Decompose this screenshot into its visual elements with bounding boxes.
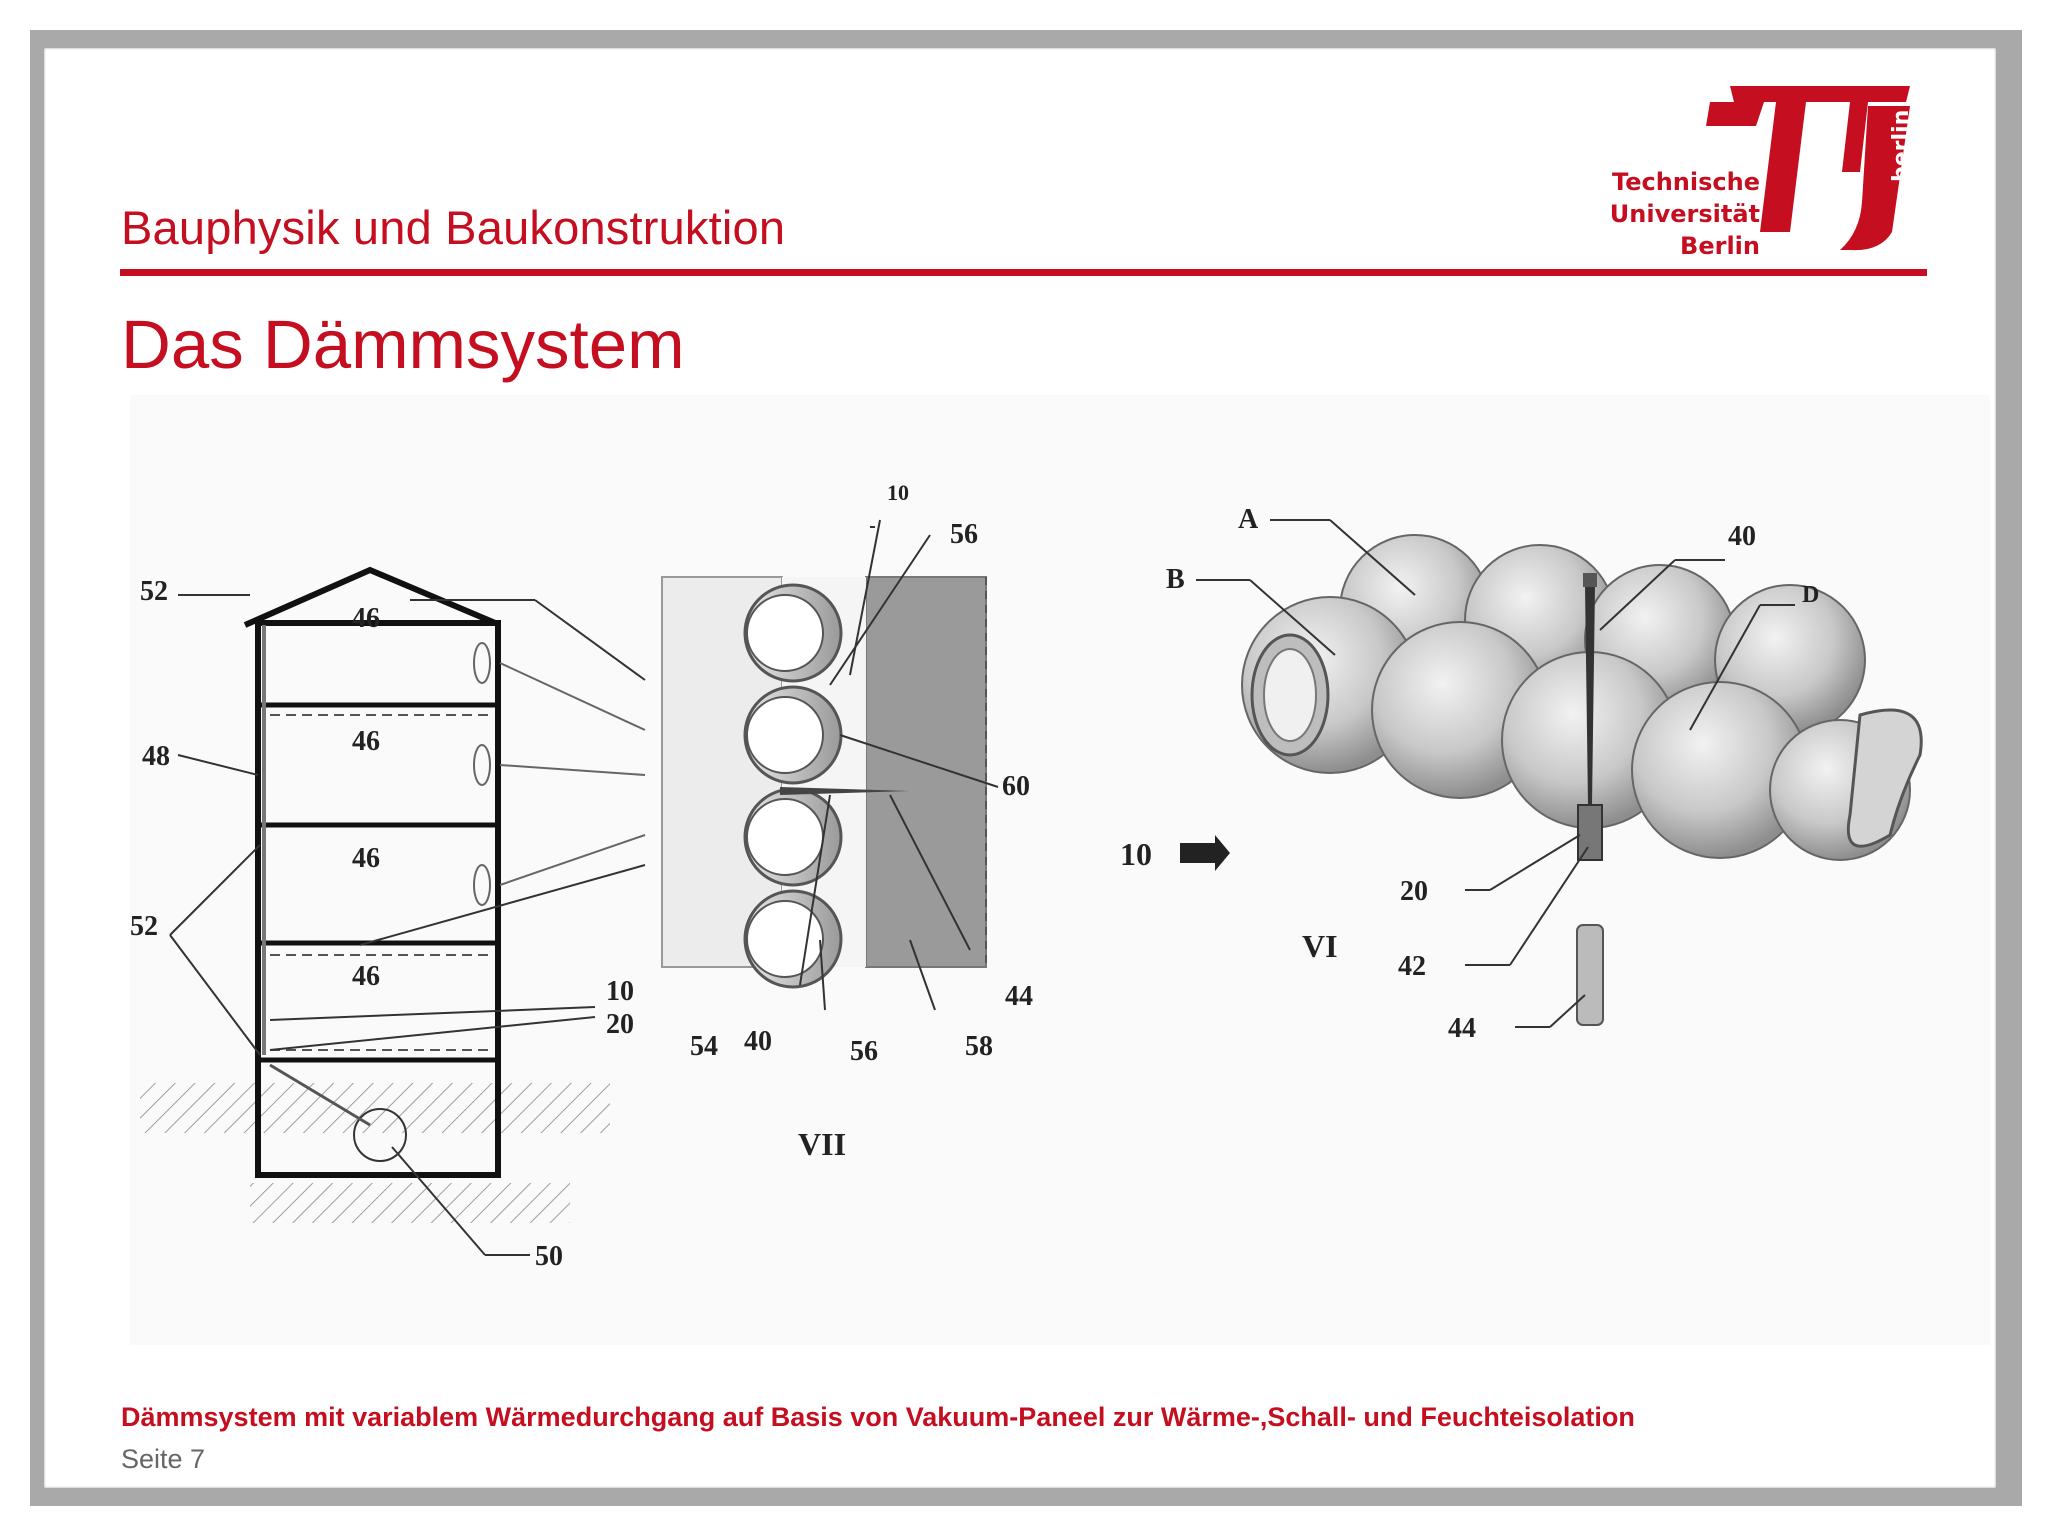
label-20: 20 — [606, 1009, 634, 1040]
label-46-floor-3: 46 — [352, 843, 380, 874]
label-40-panel: 40 — [1728, 521, 1756, 552]
label-20-panel: 20 — [1400, 876, 1428, 907]
wall-section-drawing — [661, 519, 999, 1011]
figure-caption-vii: VII — [798, 1126, 846, 1162]
label-56-bottom: 56 — [850, 1036, 878, 1067]
label-50: 50 — [535, 1241, 563, 1272]
label-a: A — [1238, 504, 1259, 535]
header-divider — [120, 269, 1927, 276]
label-58: 58 — [965, 1031, 993, 1062]
label-60: 60 — [1002, 771, 1030, 802]
house-section-drawing — [140, 566, 646, 1256]
header-title: Bauphysik und Baukonstruktion — [121, 201, 786, 254]
logo-line-1: Technische — [1612, 168, 1760, 196]
label-10: 10 — [606, 976, 634, 1007]
label-46-floor-4: 46 — [352, 961, 380, 992]
insulation-diagram: 52 46 46 46 46 48 52 10 20 50 — [130, 480, 1923, 1272]
slide-title: Das Dämmsystem — [121, 306, 685, 383]
figure-caption-vi: VI — [1302, 928, 1338, 964]
label-48: 48 — [142, 741, 170, 772]
figure-caption: Dämmsystem mit variablem Wärmedurchgang … — [121, 1402, 1635, 1432]
label-40-section: 40 — [744, 1026, 772, 1057]
label-10-section: 10 — [887, 480, 909, 505]
label-42: 42 — [1398, 951, 1426, 982]
university-logo: berlin Technische Universität Berlin — [1610, 82, 1930, 272]
logo-side-text: berlin — [1889, 110, 1914, 182]
label-46-floor-2: 46 — [352, 726, 380, 757]
page-number: Seite 7 — [121, 1444, 206, 1474]
label-b: B — [1166, 564, 1185, 595]
label-d: D — [1802, 582, 1819, 608]
label-52-top: 52 — [140, 576, 168, 607]
label-52-left: 52 — [130, 911, 158, 942]
patent-figure: 52 46 46 46 46 48 52 10 20 50 — [130, 395, 1990, 1345]
label-56-top: 56 — [950, 519, 978, 550]
logo-line-2: Universität — [1609, 200, 1760, 228]
tu-logo-mark-icon: berlin — [1706, 86, 1914, 251]
label-54: 54 — [690, 1031, 718, 1062]
label-10-panel: 10 — [1120, 836, 1152, 872]
logo-line-3: Berlin — [1680, 232, 1760, 260]
vacuum-panel-3d-drawing — [1180, 519, 1923, 1028]
label-44-section: 44 — [1005, 981, 1033, 1012]
label-46-roof: 46 — [352, 603, 380, 634]
label-44-panel: 44 — [1448, 1013, 1476, 1044]
